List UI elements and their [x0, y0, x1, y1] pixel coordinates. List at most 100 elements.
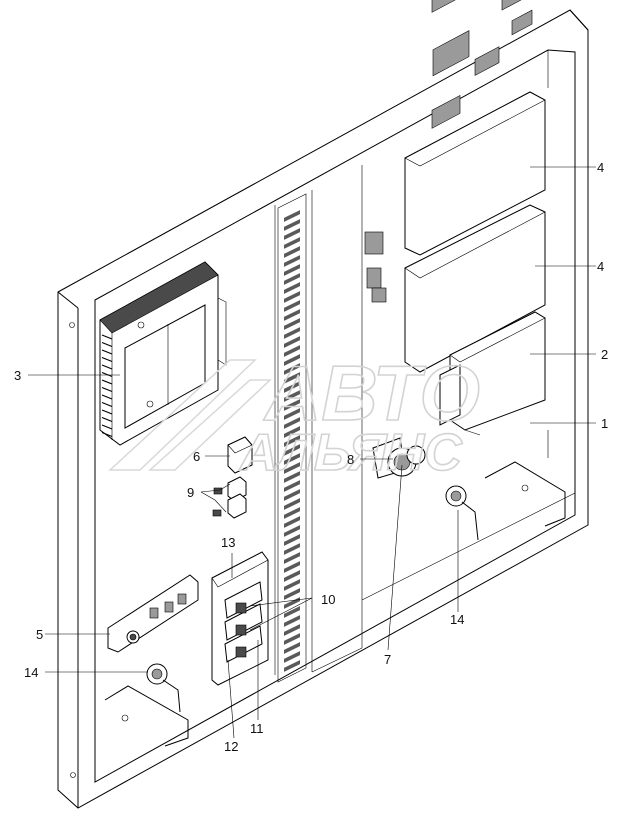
heatsink-fin [101, 364, 113, 370]
vent-slot [284, 309, 300, 321]
vent-slot [284, 255, 300, 267]
watermark: АВТО АЛЬЯНС [108, 348, 481, 483]
heatsink-fin [101, 386, 113, 393]
vent-slot [284, 543, 300, 555]
vent-slot [284, 552, 300, 564]
vent-slot [284, 426, 300, 438]
callout-4-upper: 4 [597, 160, 604, 175]
callout-2: 2 [601, 347, 608, 362]
vent-slot [284, 264, 300, 276]
relay-6 [227, 436, 253, 474]
panel-board [57, 9, 589, 809]
heatsink-fin [101, 424, 113, 430]
vent-grille [277, 193, 307, 683]
vent-slot [284, 228, 300, 240]
callout-8: 8 [347, 452, 354, 467]
vent-slot [284, 246, 300, 258]
callout-7: 7 [384, 652, 391, 667]
vent-slot [284, 561, 300, 573]
heatsink-fin [101, 394, 113, 400]
key-switch-right [445, 485, 479, 541]
vent-slot [284, 345, 300, 357]
vent-slot [284, 291, 300, 303]
heatsink-fin [101, 371, 113, 378]
relays-9 [212, 476, 247, 519]
vent-slot [284, 273, 300, 285]
switch-panel [211, 551, 269, 686]
callout-4-lower: 4 [597, 259, 604, 274]
heatsink-fin [101, 431, 113, 438]
vent-slot [284, 570, 300, 582]
control-module [99, 261, 227, 446]
leader-lines [28, 166, 596, 739]
fuse-block-lower [364, 0, 546, 373]
vent-slot [284, 597, 300, 609]
callout-9: 9 [187, 485, 194, 500]
vent-slot [284, 318, 300, 330]
callout-14-left: 14 [24, 665, 38, 680]
vent-slot [284, 642, 300, 654]
vent-slot [284, 498, 300, 510]
watermark-line1: АВТО [263, 349, 480, 437]
vent-slot [284, 372, 300, 384]
heatsink-fin [101, 341, 113, 348]
vent-slot [284, 624, 300, 636]
vent-slot [284, 210, 300, 222]
vent-slot [284, 408, 300, 420]
vent-slot [284, 480, 300, 492]
heatsink-fin [101, 409, 113, 415]
vent-slot [284, 453, 300, 465]
heatsink-fin [101, 356, 113, 363]
heatsink-fin [101, 349, 113, 355]
vent-slot [284, 399, 300, 411]
heatsink-fin [101, 334, 113, 340]
watermark-line2: АЛЬЯНС [238, 424, 463, 482]
vent-slot [284, 660, 300, 672]
callout-13: 13 [221, 535, 235, 550]
vent-slot [284, 354, 300, 366]
callout-1: 1 [601, 416, 608, 431]
heatsink-fin [101, 416, 113, 423]
vent-slot [284, 363, 300, 375]
vent-slot [284, 516, 300, 528]
heatsink-fin [101, 401, 113, 408]
vent-slot [284, 390, 300, 402]
callout-11: 11 [250, 721, 264, 736]
vent-slot [284, 282, 300, 294]
vent-slot [284, 300, 300, 312]
callout-labels: 1 2 3 4 4 5 6 7 8 9 10 11 12 13 14 14 [14, 160, 608, 754]
vent-slot [284, 507, 300, 519]
bracket-right [484, 461, 566, 527]
vent-slot [284, 651, 300, 663]
vent-slot [284, 489, 300, 501]
bracket-left [104, 685, 189, 747]
vent-slot [284, 435, 300, 447]
switch-plate-5 [107, 574, 199, 653]
callout-3: 3 [14, 368, 21, 383]
vent-slot [284, 462, 300, 474]
callout-10: 10 [321, 592, 335, 607]
vent-slot [284, 534, 300, 546]
vent-slot [284, 606, 300, 618]
key-switch-left [146, 663, 181, 713]
vent-slot [284, 579, 300, 591]
callout-14-right: 14 [450, 612, 464, 627]
module-housing [439, 311, 546, 436]
vent-slot [284, 588, 300, 600]
vent-slot [284, 219, 300, 231]
vent-slot [284, 327, 300, 339]
callout-12: 12 [224, 739, 238, 754]
fuse-block-upper [404, 0, 546, 256]
callout-6: 6 [193, 449, 200, 464]
vent-slot [284, 615, 300, 627]
vent-slot [284, 417, 300, 429]
heatsink-fin [101, 379, 113, 385]
vent-slot [284, 336, 300, 348]
vent-slot [284, 237, 300, 249]
vent-slot [284, 471, 300, 483]
vent-slot [284, 633, 300, 645]
vent-slot [284, 381, 300, 393]
vent-slot [284, 444, 300, 456]
callout-5: 5 [36, 627, 43, 642]
